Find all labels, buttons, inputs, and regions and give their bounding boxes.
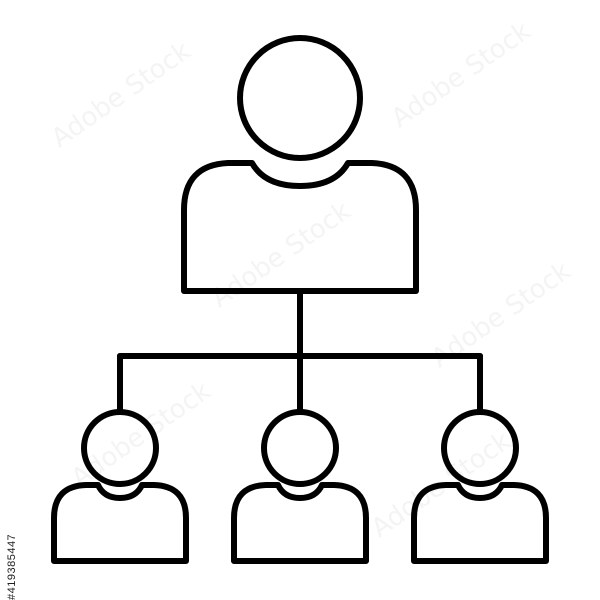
hierarchy-connector bbox=[117, 288, 483, 415]
top-person-head bbox=[237, 35, 363, 161]
top-person-body bbox=[181, 160, 419, 294]
top-person-icon bbox=[181, 35, 419, 294]
bottom-right-person-body bbox=[411, 482, 549, 564]
bottom-left-person-icon bbox=[51, 409, 189, 564]
bottom-left-person-head bbox=[81, 409, 159, 487]
stock-image-id: #419385447 bbox=[6, 533, 18, 600]
bottom-center-person-body bbox=[231, 482, 369, 564]
bottom-right-person-head bbox=[441, 409, 519, 487]
bottom-center-person-icon bbox=[231, 409, 369, 564]
bottom-center-person-head bbox=[261, 409, 339, 487]
bottom-right-person-icon bbox=[411, 409, 549, 564]
bottom-left-person-body bbox=[51, 482, 189, 564]
